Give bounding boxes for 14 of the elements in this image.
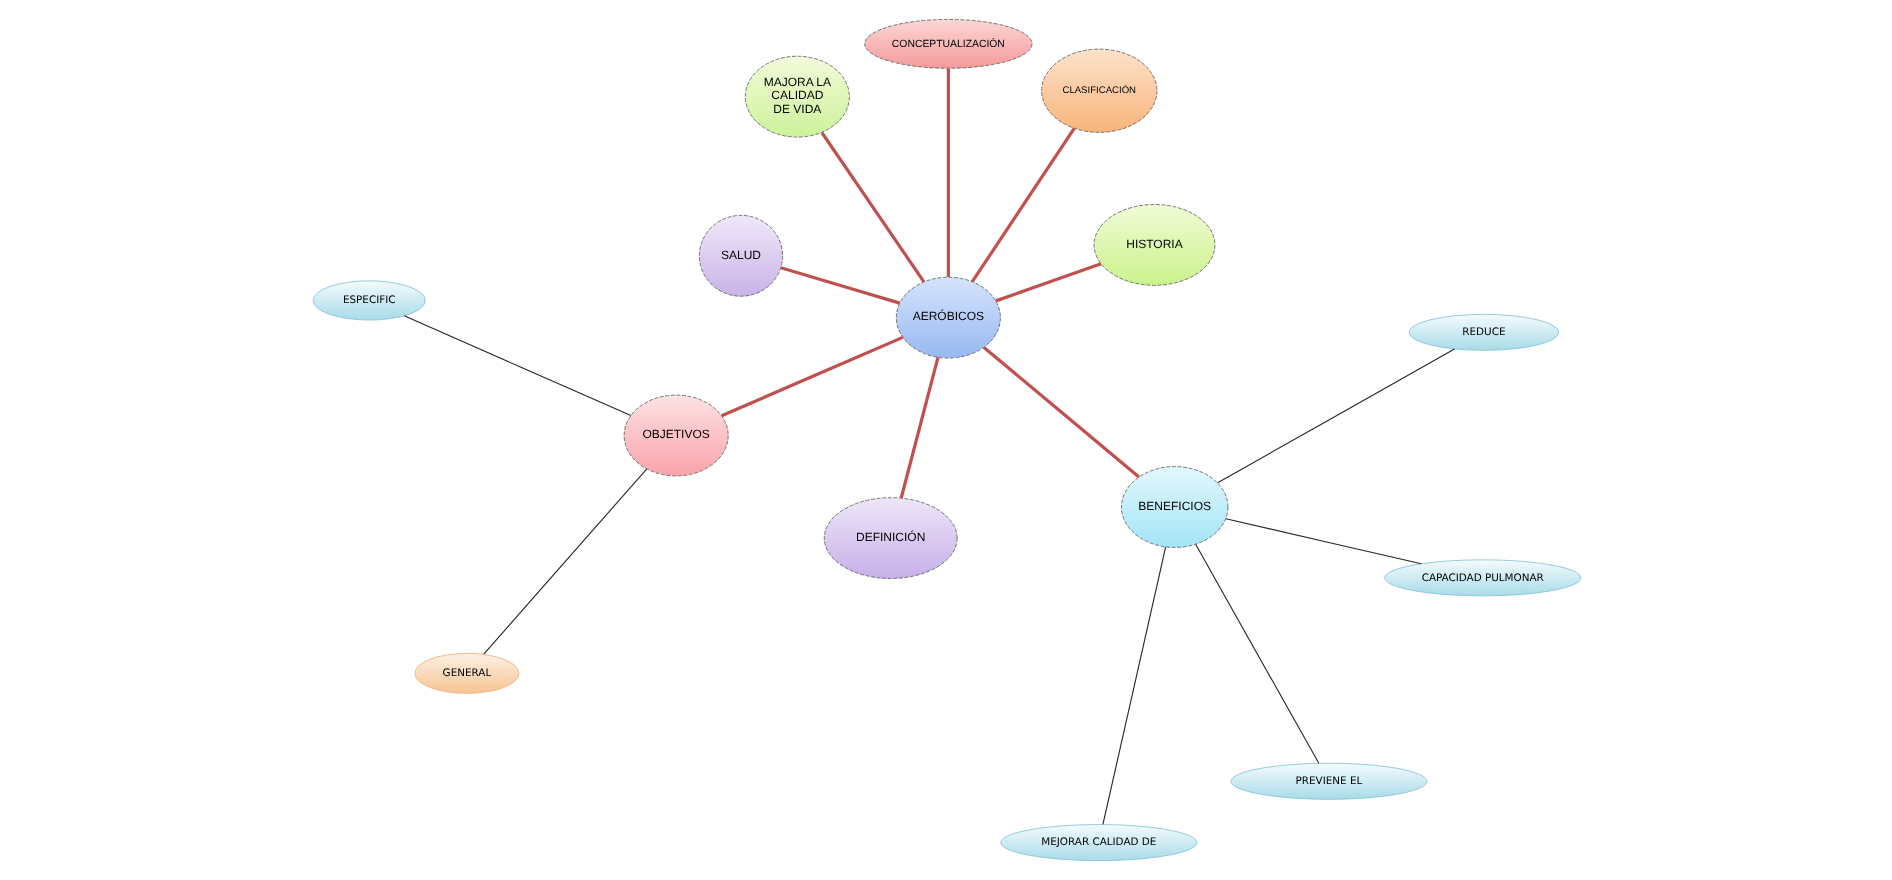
connector: [981, 346, 1139, 479]
connector: [1194, 543, 1319, 764]
connector: [720, 335, 903, 418]
connector: [969, 127, 1075, 283]
connector: [402, 315, 631, 417]
connector: [994, 262, 1101, 303]
connector: [1216, 348, 1455, 484]
connector: [898, 356, 939, 499]
connector: [945, 68, 949, 277]
connector: [482, 468, 647, 655]
connector: [779, 266, 900, 305]
connector: [819, 131, 925, 283]
connector: [1224, 518, 1421, 565]
connector: [1101, 546, 1166, 825]
